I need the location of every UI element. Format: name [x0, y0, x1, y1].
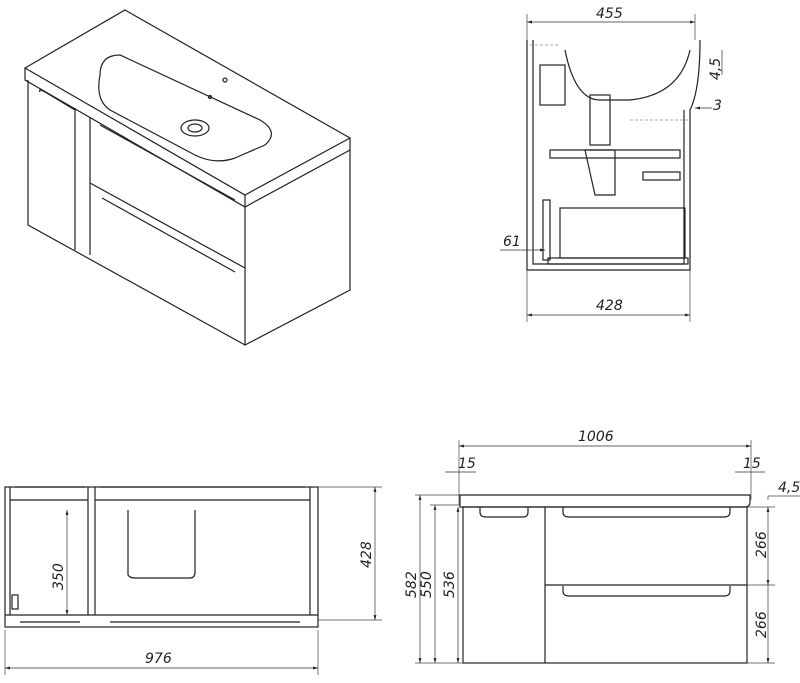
dim-266-bottom: 266	[754, 611, 770, 638]
isometric-view	[23, 9, 352, 347]
dim-536: 536	[442, 571, 458, 598]
dim-455: 455	[596, 6, 623, 22]
dim-266-top: 266	[754, 531, 770, 558]
dim-428-front: 428	[359, 541, 375, 568]
dim-582: 582	[404, 571, 420, 598]
front-view: 1006 15 15 4,5 266 266 582 550 536	[404, 429, 800, 664]
dim-4-5-slab: 4,5	[778, 480, 800, 496]
dim-4-5-rim: 4,5	[708, 58, 724, 80]
dim-15-right: 15	[743, 456, 761, 472]
dim-350: 350	[51, 563, 67, 590]
side-section-view: 455 428 4,5 3 61	[500, 6, 724, 322]
dim-61: 61	[503, 234, 521, 250]
dim-3-overhang: 3	[713, 98, 722, 114]
front-open-view: 350 428 976	[4, 486, 382, 675]
dim-1006: 1006	[578, 429, 614, 445]
dim-550: 550	[419, 571, 435, 598]
dim-15-left: 15	[458, 456, 476, 472]
dim-428-side: 428	[596, 298, 623, 314]
dim-976: 976	[145, 651, 172, 667]
